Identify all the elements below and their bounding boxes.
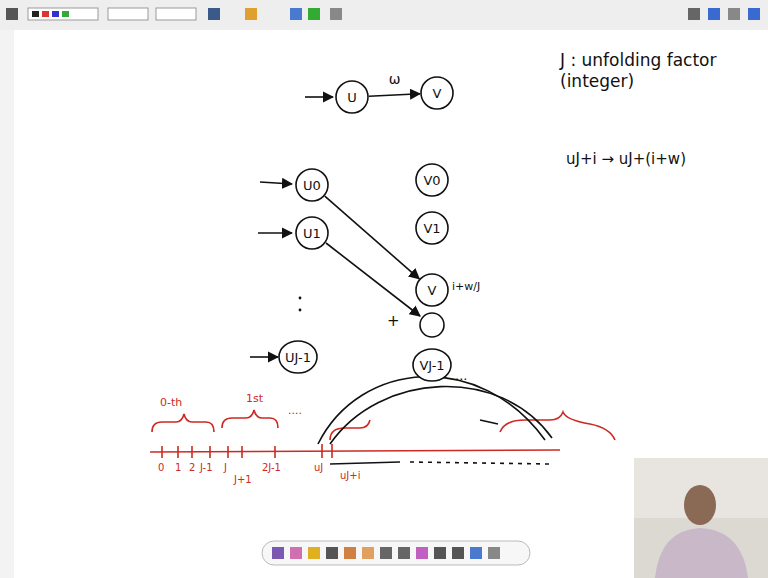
note-text: J : unfolding factor (integer) xyxy=(560,50,740,93)
note-text: uJ+i → uJ+(i+w) xyxy=(566,150,686,169)
axis-label: 2 xyxy=(189,462,195,475)
toolbar-icons xyxy=(6,8,760,20)
arrow-connector xyxy=(325,196,419,279)
circle-node: V1 xyxy=(415,211,449,245)
node-label: VJ-1 xyxy=(419,358,444,373)
axis-label: 0 xyxy=(158,462,164,475)
node-label: V xyxy=(428,283,437,298)
circle-node: V xyxy=(415,273,449,307)
axis-label: J xyxy=(224,462,227,475)
node-label: V0 xyxy=(423,173,440,188)
side-bar xyxy=(0,30,14,578)
shift-arcs xyxy=(318,377,552,464)
node-label: U0 xyxy=(303,178,321,193)
ellipsis-dots xyxy=(299,297,302,312)
axis-label: J+1 xyxy=(234,474,252,487)
circle-node: UJ-1 xyxy=(278,340,318,374)
note-text: ... xyxy=(455,368,467,384)
axis-label: .... xyxy=(288,404,302,418)
axis-label: 2J-1 xyxy=(262,462,281,475)
edge-label: ω xyxy=(387,71,403,87)
empty-node xyxy=(420,313,444,337)
note-text: i+w/J xyxy=(452,280,480,294)
toolbar xyxy=(0,0,768,30)
circle-node: U xyxy=(335,80,369,114)
arrow-connector xyxy=(369,94,420,96)
circle-node: V0 xyxy=(415,163,449,197)
node-label: U xyxy=(347,90,357,105)
circle-node: U1 xyxy=(295,216,329,250)
circle-node: V xyxy=(420,76,454,110)
axis-label: uJ xyxy=(314,462,323,475)
webcam xyxy=(634,458,768,578)
node-label: V xyxy=(433,86,442,101)
node-label: V1 xyxy=(423,221,440,236)
circle-node: U0 xyxy=(295,168,329,202)
axis-label: uJ+i xyxy=(340,470,360,483)
number-line xyxy=(150,410,615,458)
node-label: U1 xyxy=(303,226,321,241)
input-arrows xyxy=(250,97,420,357)
axis-label: 0-th xyxy=(160,396,182,410)
circle-node: VJ-1 xyxy=(412,348,452,382)
axis-label: 1st xyxy=(246,392,263,406)
axis-label: J-1 xyxy=(200,462,213,475)
node-label: UJ-1 xyxy=(285,350,311,365)
axis-label: 1 xyxy=(175,462,181,475)
pen-toolbar xyxy=(262,541,530,565)
note-text: + xyxy=(387,312,400,331)
